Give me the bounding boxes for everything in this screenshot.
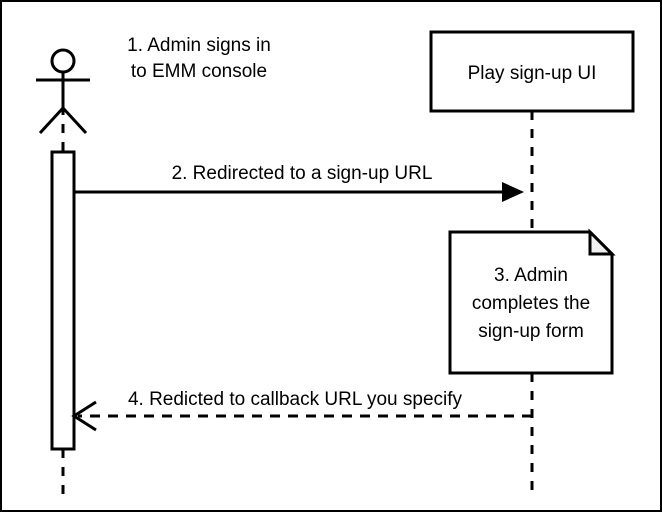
- note-step3[interactable]: 3. Admin completes the sign-up form: [448, 228, 616, 375]
- participant-label-play-signup-ui: Play sign-up UI: [468, 63, 597, 84]
- actor-head-icon: [50, 48, 76, 74]
- step4-arrowhead-icon: [71, 400, 97, 432]
- note-step3-line3: sign-up form: [478, 321, 584, 342]
- stick-figure-actor-icon[interactable]: [36, 48, 90, 135]
- step2-message-label: 2. Redirected to a sign-up URL: [172, 163, 433, 184]
- participant-box-play-signup-ui[interactable]: [429, 30, 635, 113]
- actor-left-leg-icon: [38, 106, 65, 135]
- step1-annotation-line2: to EMM console: [131, 61, 267, 82]
- step1-annotation-line1: 1. Admin signs in: [127, 35, 271, 56]
- note-step3-line1: 3. Admin: [494, 265, 568, 286]
- actor-right-leg-icon: [61, 106, 88, 135]
- actor-activation-bar: [50, 150, 76, 451]
- note-body-shape: [448, 230, 614, 375]
- note-fold-corner-icon: [588, 228, 616, 256]
- note-step3-line2: completes the: [472, 293, 590, 314]
- step4-message-label: 4. Redicted to callback URL you specify: [128, 389, 463, 410]
- step2-arrowhead-icon: [502, 182, 524, 202]
